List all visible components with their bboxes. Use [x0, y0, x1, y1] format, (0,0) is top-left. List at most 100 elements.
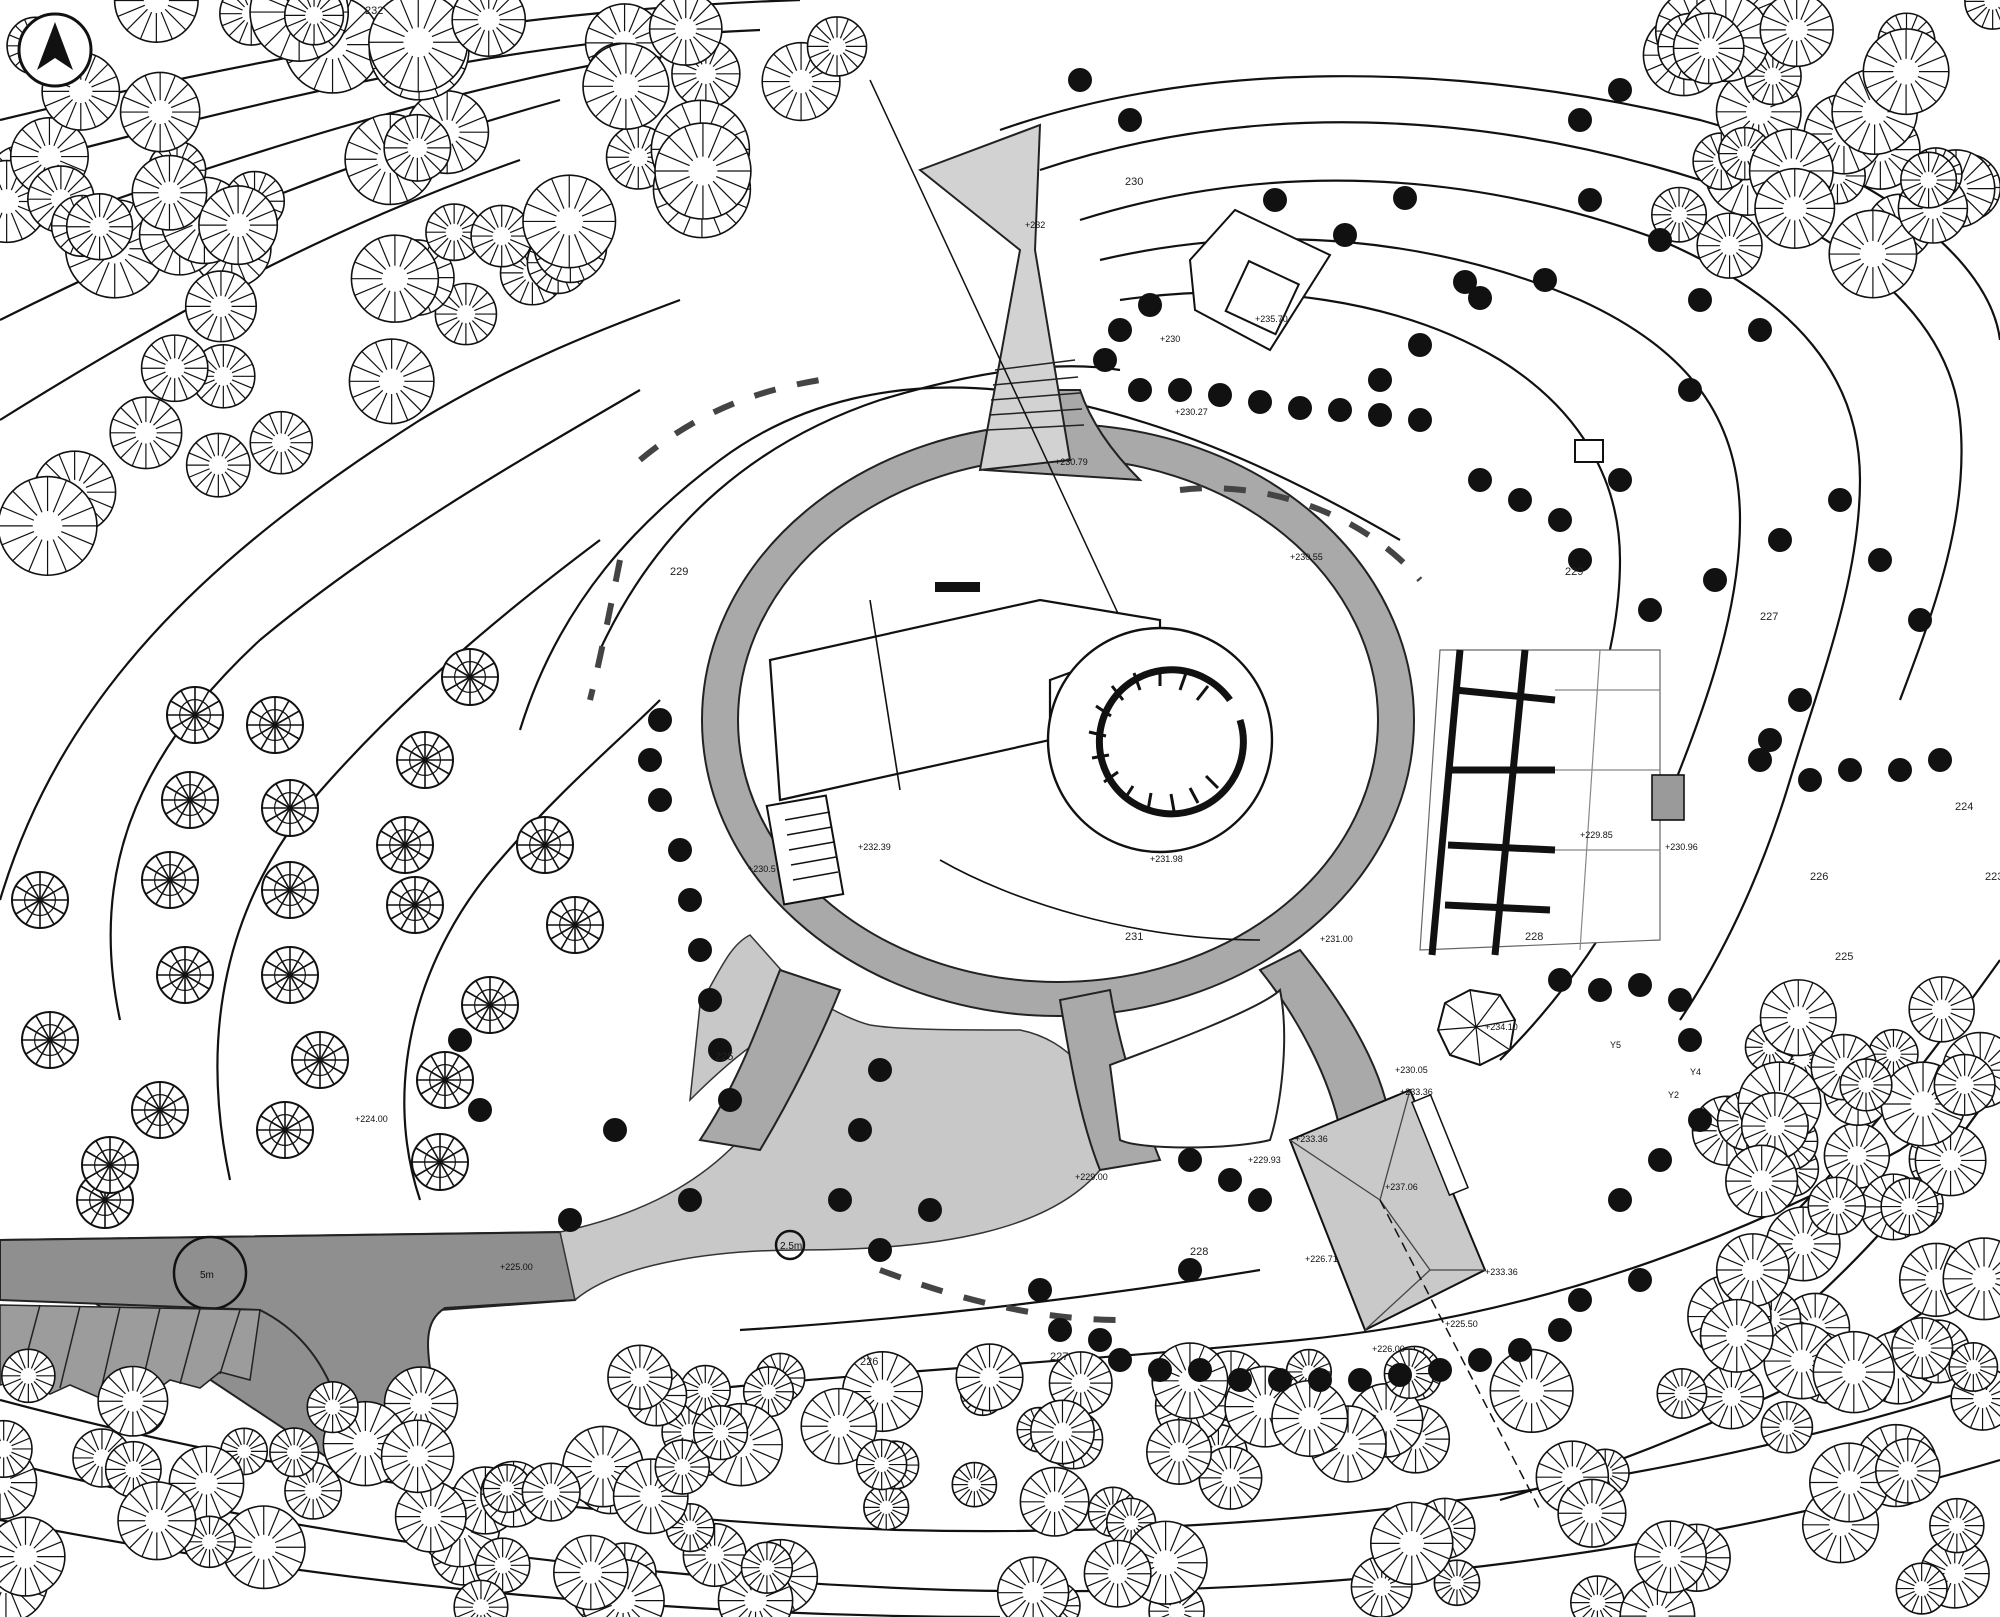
shrub-symbol: [718, 1088, 742, 1112]
spot-level-label: +233.36: [1485, 1267, 1518, 1277]
tree-symbol: [582, 42, 670, 130]
shrub-symbol: [1088, 1328, 1112, 1352]
shrub-symbol: [1468, 286, 1492, 310]
spot-level-label: +230.5: [748, 864, 776, 874]
tree-symbol: [131, 154, 208, 231]
tree-symbol: [1633, 1520, 1708, 1594]
shrub-symbol: [1393, 186, 1417, 210]
tree-symbol: [482, 1463, 532, 1514]
tree-symbol: [1809, 1442, 1890, 1523]
shrub-symbol: [1128, 378, 1152, 402]
shrub-symbol: [1288, 396, 1312, 420]
tree-symbol: [1083, 1539, 1152, 1608]
shrub-symbol: [1628, 1268, 1652, 1292]
shrub-symbol: [1333, 223, 1357, 247]
tree-symbol: [679, 1364, 731, 1417]
tree-symbol: [1715, 1233, 1790, 1307]
shrub-symbol: [1368, 368, 1392, 392]
tree-symbol: [654, 1439, 711, 1495]
shrub-symbol: [1628, 973, 1652, 997]
tree-symbol: [411, 1133, 469, 1191]
contour-label: 232: [365, 5, 383, 17]
tree-symbol: [383, 113, 452, 182]
tree-symbol: [416, 1051, 474, 1109]
spot-level-label: +235.70: [1255, 314, 1288, 324]
shrub-symbol: [1678, 378, 1702, 402]
spot-level-label: +224.00: [355, 1114, 388, 1124]
tree-symbol: [1759, 0, 1834, 68]
tree-symbol: [1760, 1400, 1814, 1454]
shrub-symbol: [1263, 188, 1287, 212]
shrub-symbol: [828, 1188, 852, 1212]
tree-symbol: [246, 696, 304, 754]
tree-symbol: [1862, 28, 1950, 116]
spot-level-label: +231.98: [1150, 854, 1183, 864]
tree-symbol: [1964, 0, 2000, 30]
contour-label: 228: [1190, 1246, 1208, 1258]
shrub-symbol: [1268, 1368, 1292, 1392]
tree-symbol: [131, 1081, 189, 1139]
tree-symbol: [1823, 1122, 1891, 1190]
shrub-symbol: [1588, 978, 1612, 1002]
tree-symbol: [1948, 1342, 1999, 1392]
shrub-symbol: [668, 838, 692, 862]
tree-symbol: [256, 1101, 314, 1159]
tree-symbol: [350, 234, 440, 323]
shrub-symbol: [1768, 528, 1792, 552]
tree-symbol: [1146, 1418, 1213, 1485]
shrub-symbol: [1108, 318, 1132, 342]
north-arrow-icon: [17, 12, 93, 88]
bench: [935, 582, 980, 592]
tree-symbol: [441, 648, 499, 706]
contour-label: 231: [1125, 931, 1143, 943]
spot-level-label: +226.00: [1372, 1344, 1405, 1354]
shrub-symbol: [1548, 968, 1572, 992]
spot-level-label: +230: [1160, 334, 1180, 344]
tree-symbol: [553, 1534, 629, 1611]
tree-symbol: [0, 1419, 33, 1479]
spot-level-label: +230.96: [1665, 842, 1698, 852]
spot-level-label: +225.50: [1445, 1319, 1478, 1329]
tree-symbol: [21, 1011, 79, 1069]
contour-label: 230: [1125, 176, 1143, 188]
tree-symbol: [0, 475, 98, 577]
shrub-symbol: [688, 938, 712, 962]
tree-symbol: [692, 1405, 749, 1461]
tree-symbol: [1271, 1379, 1349, 1458]
shrub-symbol: [1248, 390, 1272, 414]
tree-symbol: [249, 410, 314, 475]
tree-symbol: [306, 1380, 359, 1434]
spot-level-label: +230.05: [1395, 1065, 1428, 1075]
shrub-symbol: [1218, 1168, 1242, 1192]
shrub-symbol: [1668, 988, 1692, 1012]
tree-symbol: [261, 779, 319, 837]
tree-symbol: [261, 946, 319, 1004]
contour-labels: 231 229 228 227 226 225 227 226 225 224 …: [365, 5, 2000, 1368]
shrub-symbol: [1533, 268, 1557, 292]
entrance-stairs: [765, 794, 845, 906]
shrub-symbol: [1028, 1278, 1052, 1302]
shrub-symbol: [678, 1188, 702, 1212]
grid-mark-label: Y2: [1668, 1090, 1679, 1100]
dimension-markers: 5m 2.5m: [200, 1229, 806, 1281]
tree-symbol: [1839, 1058, 1893, 1112]
shrub-symbol: [1118, 108, 1142, 132]
shrub-symbol: [1138, 293, 1162, 317]
tree-symbol: [800, 1387, 878, 1465]
spot-level-label: +230.79: [1055, 457, 1088, 467]
contour-label: 227: [1760, 611, 1778, 623]
spot-level-label: +232: [1025, 220, 1045, 230]
shrub-symbol: [918, 1198, 942, 1222]
tree-symbol: [198, 185, 279, 266]
tree-symbol: [283, 0, 345, 46]
shrub-symbol: [1388, 1363, 1412, 1387]
tree-symbol: [291, 1031, 349, 1089]
shrub-symbol: [1568, 108, 1592, 132]
shrub-symbol: [1408, 333, 1432, 357]
shrub-symbol: [1648, 1148, 1672, 1172]
grid-mark-label: Y5: [1610, 1040, 1621, 1050]
shrub-symbol: [1928, 748, 1952, 772]
tree-symbol: [1489, 1348, 1574, 1434]
shrub-symbol: [868, 1058, 892, 1082]
tree-symbol: [522, 174, 617, 269]
